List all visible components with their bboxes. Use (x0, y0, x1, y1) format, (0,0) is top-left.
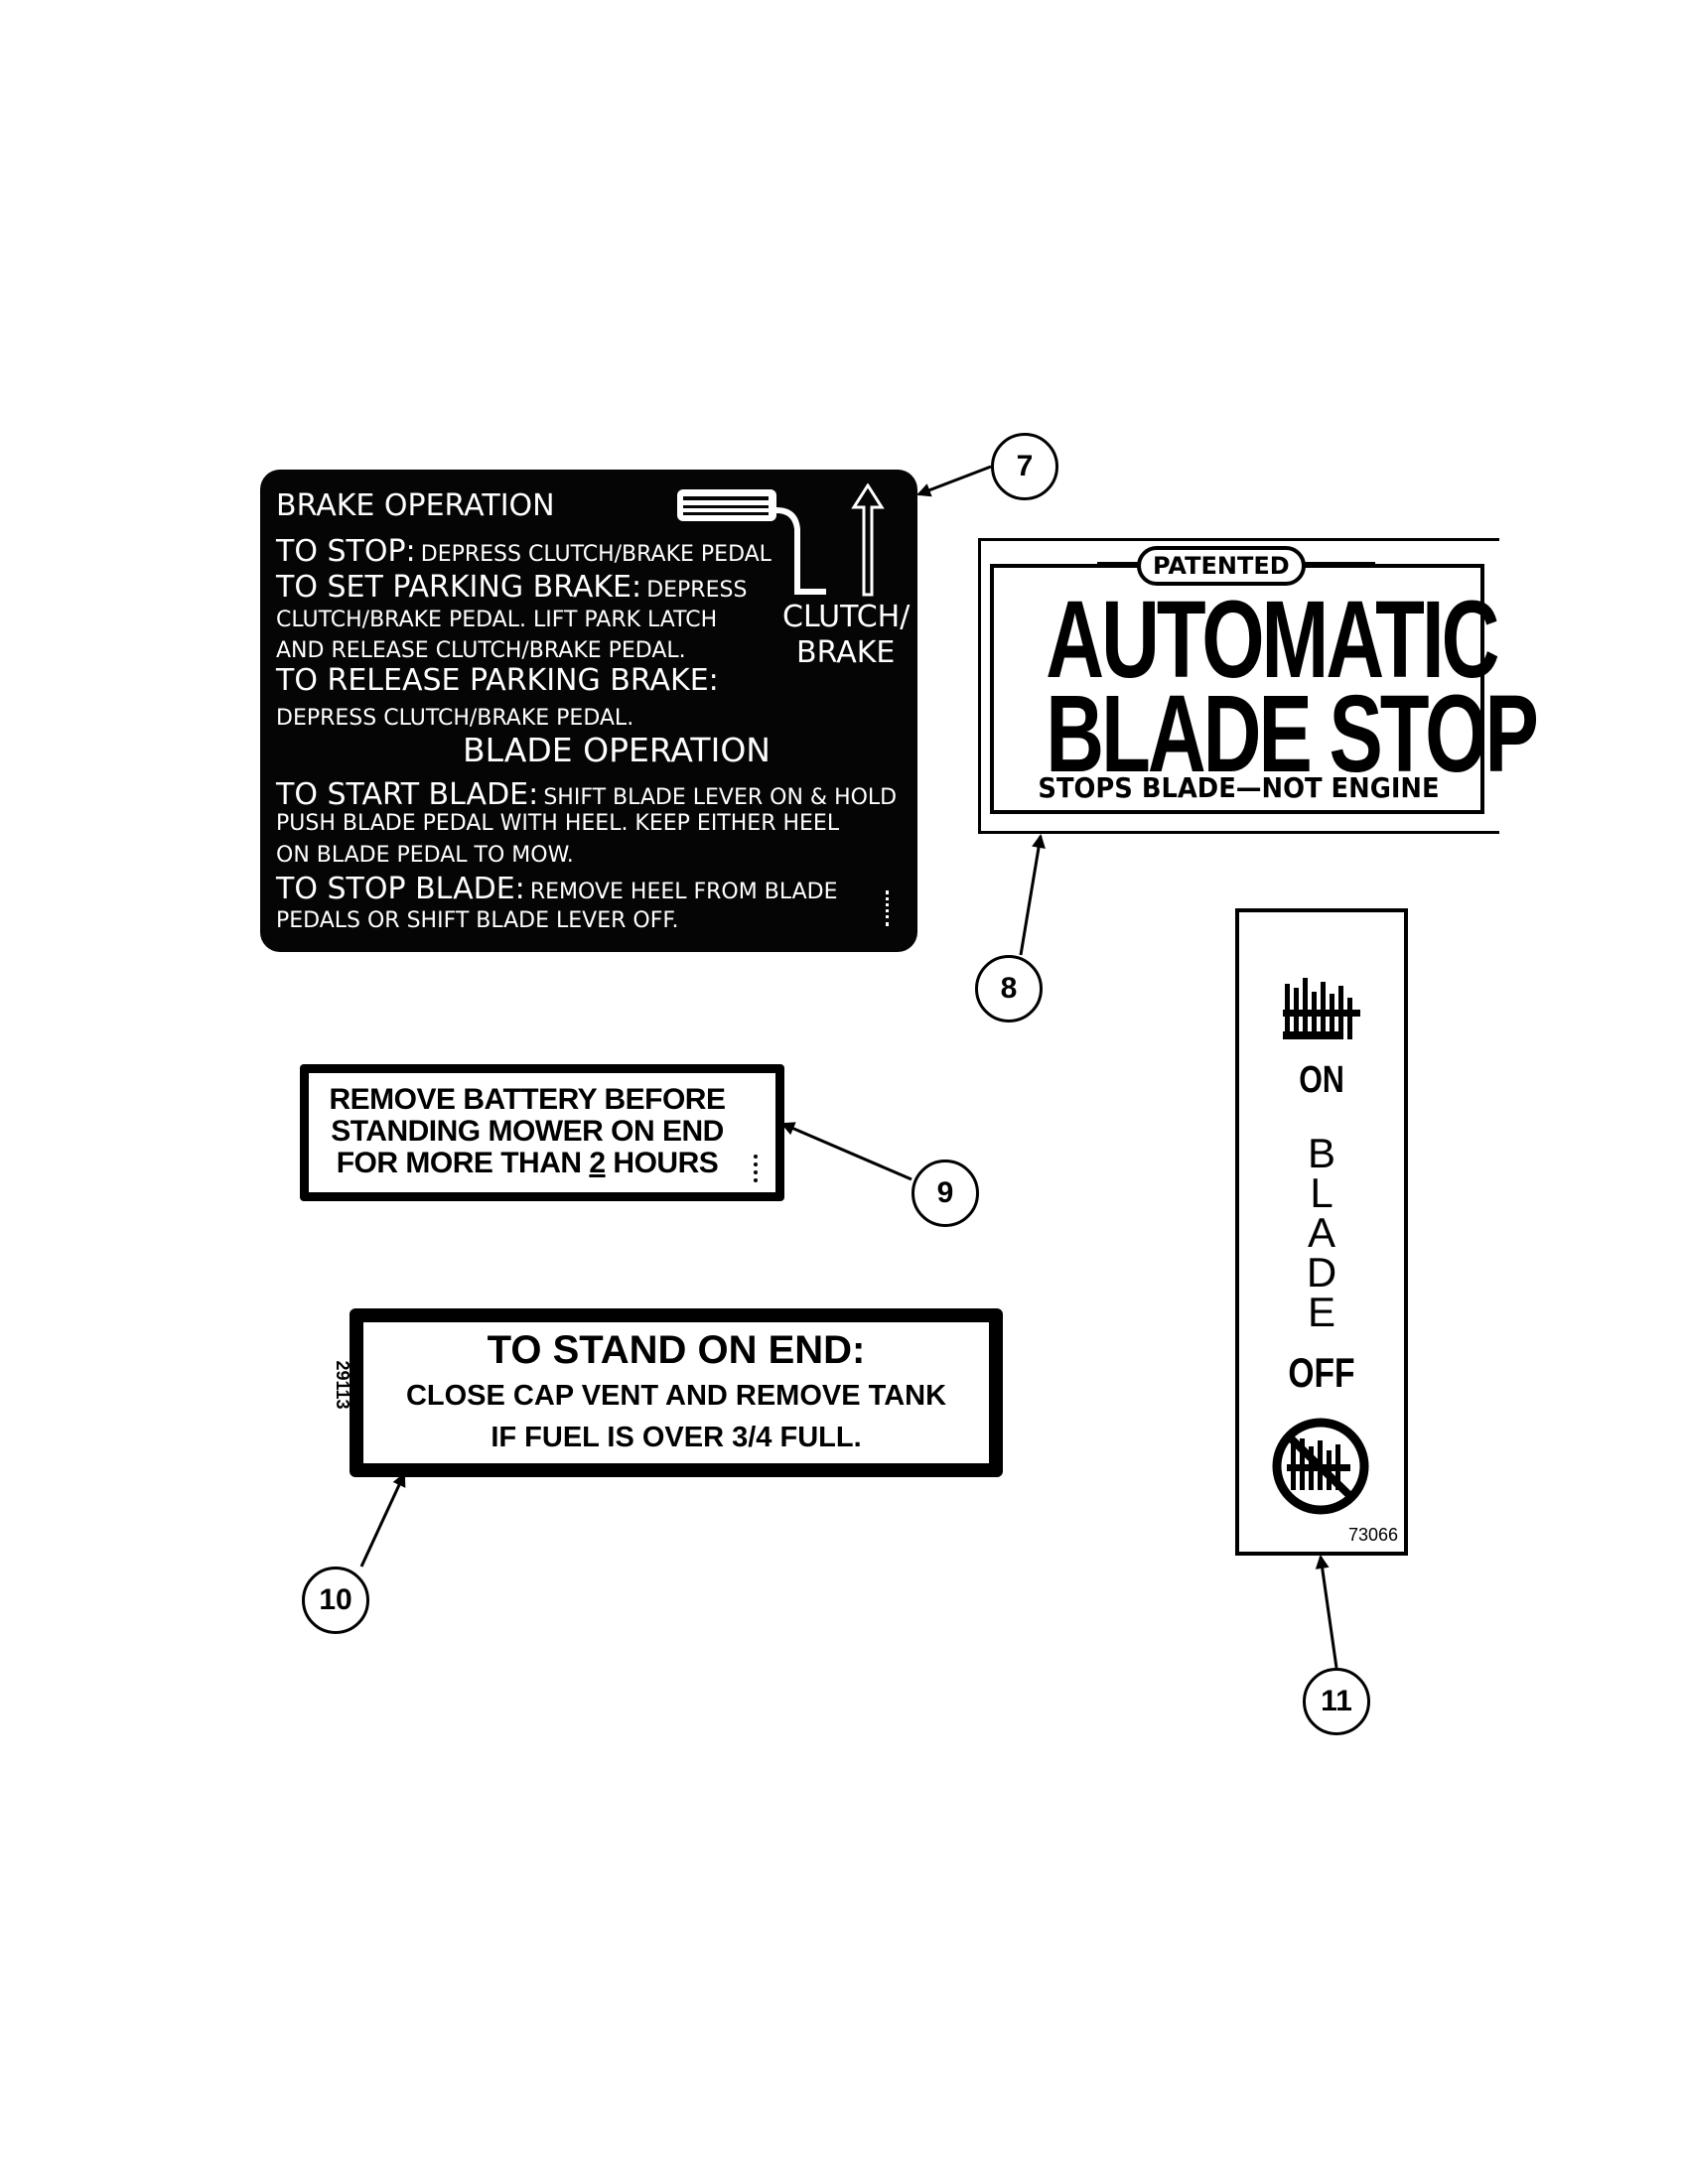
blade-letter: D (1306, 1249, 1337, 1296)
leader-8 (1019, 834, 1046, 956)
leader-9 (780, 1122, 912, 1181)
battery-line-2: STANDING MOWER ON END (331, 1115, 724, 1148)
start-blade-line: TO START BLADE: SHIFT BLADE LEVER ON & H… (276, 777, 898, 812)
blade-off-icon (1272, 1418, 1369, 1515)
remove-battery-decal: REMOVE BATTERY BEFORE STANDING MOWER ON … (300, 1064, 784, 1201)
set-parking-line: TO SET PARKING BRAKE: DEPRESS (276, 570, 748, 605)
callout-11: 11 (1303, 1668, 1370, 1735)
release-parking-text: DEPRESS CLUTCH/BRAKE PEDAL. (276, 706, 634, 731)
callout-9: 9 (912, 1160, 979, 1227)
pedal-arrow-icon (677, 483, 885, 597)
set-parking-line-3: AND RELEASE CLUTCH/BRAKE PEDAL. (276, 638, 686, 663)
battery-line-3: FOR MORE THAN 2 HOURS (336, 1147, 719, 1179)
callout-7: 7 (991, 433, 1058, 500)
outer-frame (978, 538, 1499, 834)
blade-letter: E (1307, 1289, 1335, 1335)
brake-operation-decal: BRAKE OPERATION TO STOP: DEPRESS CLUTCH/… (260, 470, 917, 952)
off-label: OFF (1288, 1349, 1355, 1396)
small-part-mark (754, 1155, 762, 1182)
blade-letter: B (1307, 1130, 1335, 1176)
automatic-blade-stop-decal: PATENTED AUTOMATIC BLADE STOP STOPS BLAD… (978, 538, 1539, 834)
callout-8: 8 (975, 955, 1043, 1023)
part-number-10: 29113 (333, 1360, 352, 1410)
blade-operation-title: BLADE OPERATION (463, 731, 771, 769)
start-blade-line-3: ON BLADE PEDAL TO MOW. (276, 843, 574, 868)
leader-7 (916, 465, 992, 497)
patented-badge: PATENTED (1137, 546, 1306, 586)
stand-on-end-line-3: IF FUEL IS OVER 3/4 FULL. (491, 1422, 862, 1453)
on-label: ON (1299, 1059, 1344, 1101)
battery-line-1: REMOVE BATTERY BEFORE (329, 1083, 726, 1116)
brake-operation-title: BRAKE OPERATION (276, 488, 555, 523)
pedal-label-2: BRAKE (796, 635, 896, 670)
stand-on-end-line-2: CLOSE CAP VENT AND REMOVE TANK (405, 1380, 947, 1412)
stops-blade-text: STOPS BLADE—NOT ENGINE (1038, 771, 1440, 804)
leader-10 (359, 1472, 406, 1568)
automatic-text: AUTOMATIC (1046, 579, 1499, 701)
blade-stop-text: BLADE STOP (1046, 673, 1539, 795)
part-number-11: 73066 (1347, 1525, 1398, 1545)
small-part-mark (886, 890, 893, 926)
set-parking-line-2: CLUTCH/BRAKE PEDAL. LIFT PARK LATCH (276, 608, 718, 632)
stand-on-end-title: TO STAND ON END: (487, 1328, 866, 1372)
stop-blade-line-2: PEDALS OR SHIFT BLADE LEVER OFF. (276, 908, 679, 933)
stand-on-end-decal: TO STAND ON END: CLOSE CAP VENT AND REMO… (350, 1308, 1003, 1477)
start-blade-line-2: PUSH BLADE PEDAL WITH HEEL. KEEP EITHER … (276, 811, 840, 836)
to-stop-line: TO STOP: DEPRESS CLUTCH/BRAKE PEDAL (276, 534, 772, 569)
blade-letter: A (1307, 1209, 1335, 1256)
callout-10: 10 (302, 1567, 369, 1634)
blade-on-icon (1283, 978, 1360, 1039)
pedal-label-1: CLUTCH/ (782, 600, 911, 634)
blade-letter: L (1310, 1169, 1333, 1216)
release-parking-title: TO RELEASE PARKING BRAKE: (276, 663, 719, 698)
stop-blade-line: TO STOP BLADE: REMOVE HEEL FROM BLADE (276, 872, 838, 906)
leader-11 (1315, 1555, 1338, 1669)
